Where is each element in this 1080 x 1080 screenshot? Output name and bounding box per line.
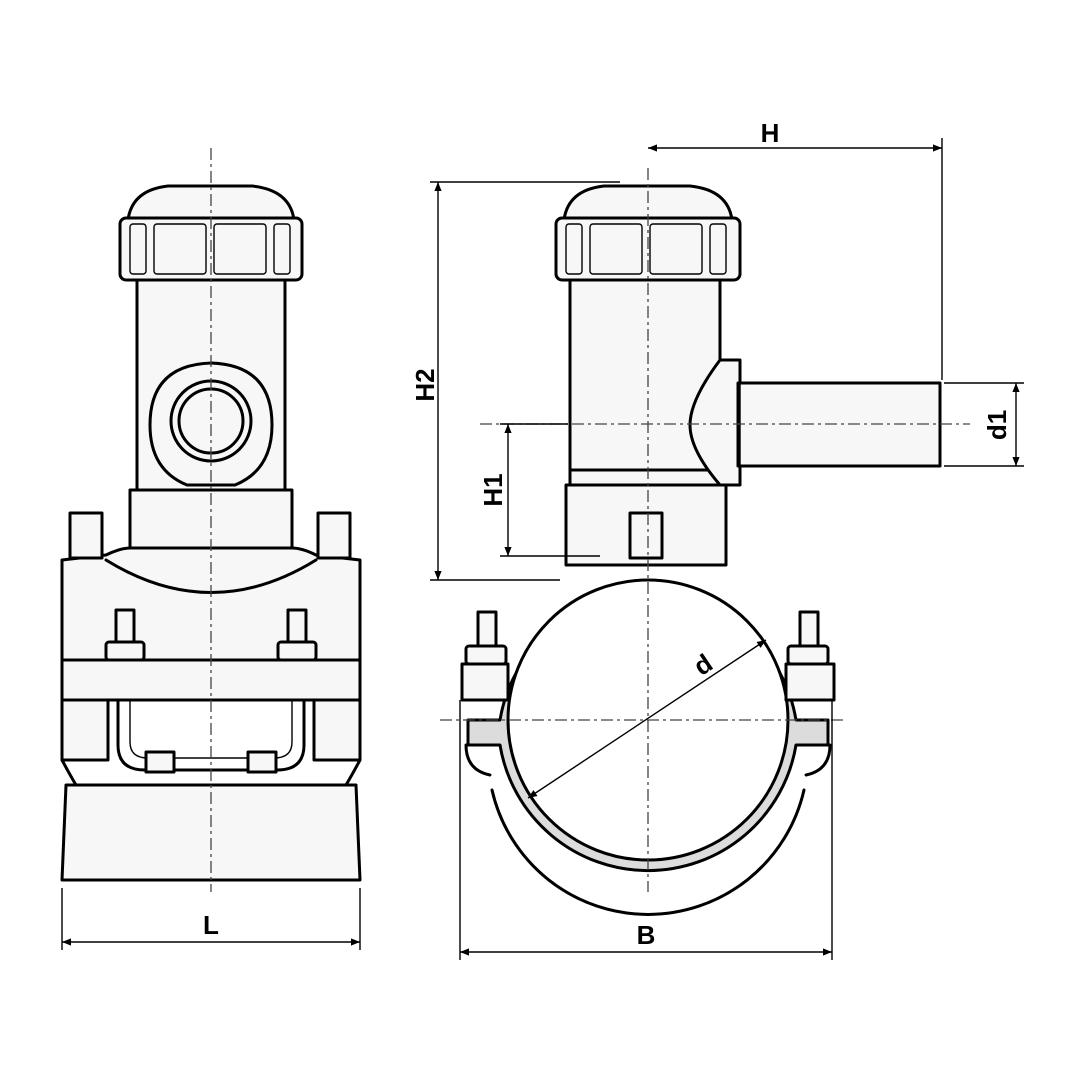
label-L: L	[203, 910, 219, 940]
dimension-d1: d1	[944, 382, 1024, 467]
front-strap-block-left	[144, 750, 176, 774]
front-view	[60, 148, 362, 892]
label-d1: d1	[982, 410, 1012, 440]
front-strap-block-right	[246, 750, 278, 774]
dimension-H1: H1	[478, 423, 600, 557]
dimension-L: L	[61, 888, 361, 950]
side-bracket-left	[460, 610, 510, 777]
side-lower-band	[490, 788, 806, 916]
label-H1: H1	[478, 473, 508, 506]
label-H: H	[761, 118, 780, 148]
dimension-H: H	[648, 118, 943, 380]
front-lower-right	[312, 698, 362, 762]
side-bracket-right	[784, 610, 836, 777]
side-view	[440, 168, 970, 916]
front-lug-left	[68, 511, 104, 560]
side-cap-ribs	[565, 223, 727, 275]
side-outlet-pipe	[736, 381, 942, 468]
front-lug-right	[316, 511, 352, 560]
label-H2: H2	[410, 368, 440, 401]
dimension-H2: H2	[410, 181, 620, 581]
side-top-lug	[628, 511, 664, 560]
front-cap-ribs	[129, 223, 291, 275]
dimension-B: B	[459, 700, 833, 960]
side-upper-body	[568, 278, 722, 487]
front-lower-left	[60, 698, 110, 762]
label-B: B	[637, 920, 656, 950]
front-bolt-left	[104, 608, 146, 662]
front-bolt-right	[276, 608, 318, 662]
